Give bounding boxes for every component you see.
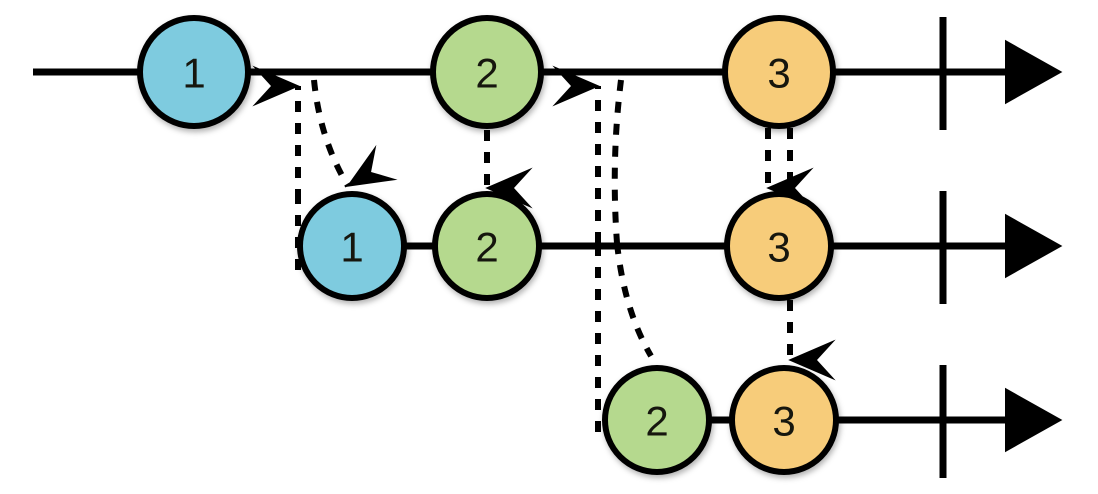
timeline-2-event-2[interactable]: 2: [432, 191, 542, 301]
process-3-timeline: 2 3: [602, 365, 1063, 478]
event-node-circle[interactable]: [297, 191, 407, 301]
process-1-timeline: 1 2 3: [33, 15, 1063, 130]
event-node-label: 2: [475, 50, 498, 97]
timeline-3-event-3[interactable]: 3: [729, 365, 839, 475]
event-node-circle[interactable]: [729, 365, 839, 475]
timeline-1-event-2[interactable]: 2: [430, 15, 544, 129]
timeline-3-event-2[interactable]: 2: [602, 365, 712, 475]
timeline-2-event-1[interactable]: 1: [297, 191, 407, 301]
message-edges-under: [295, 200, 836, 432]
event-node-label: 3: [767, 50, 790, 97]
event-node-label: 2: [475, 224, 498, 271]
event-node-circle[interactable]: [722, 15, 836, 129]
event-node-label: 3: [772, 398, 795, 445]
process-2-timeline: 1 2 3: [297, 191, 1063, 304]
timeline-2-event-3[interactable]: 3: [724, 191, 834, 301]
event-node-label: 2: [645, 398, 668, 445]
event-node-label: 1: [340, 224, 363, 271]
edge-down-row1-to-row3-node2-upper-segment: [611, 79, 624, 244]
edge-down-row1-to-row2-node1: [311, 79, 398, 188]
timeline-1-event-3[interactable]: 3: [722, 15, 836, 129]
event-node-label: 1: [182, 50, 205, 97]
event-node-label: 3: [767, 224, 790, 271]
message-edges-mid: [252, 65, 814, 244]
event-node-circle[interactable]: [602, 365, 712, 475]
edge-down-row1-to-row3-node2-lower-segment: [614, 242, 654, 358]
event-node-circle[interactable]: [430, 15, 544, 129]
timeline-1-event-1[interactable]: 1: [137, 15, 251, 129]
event-node-circle[interactable]: [137, 15, 251, 129]
